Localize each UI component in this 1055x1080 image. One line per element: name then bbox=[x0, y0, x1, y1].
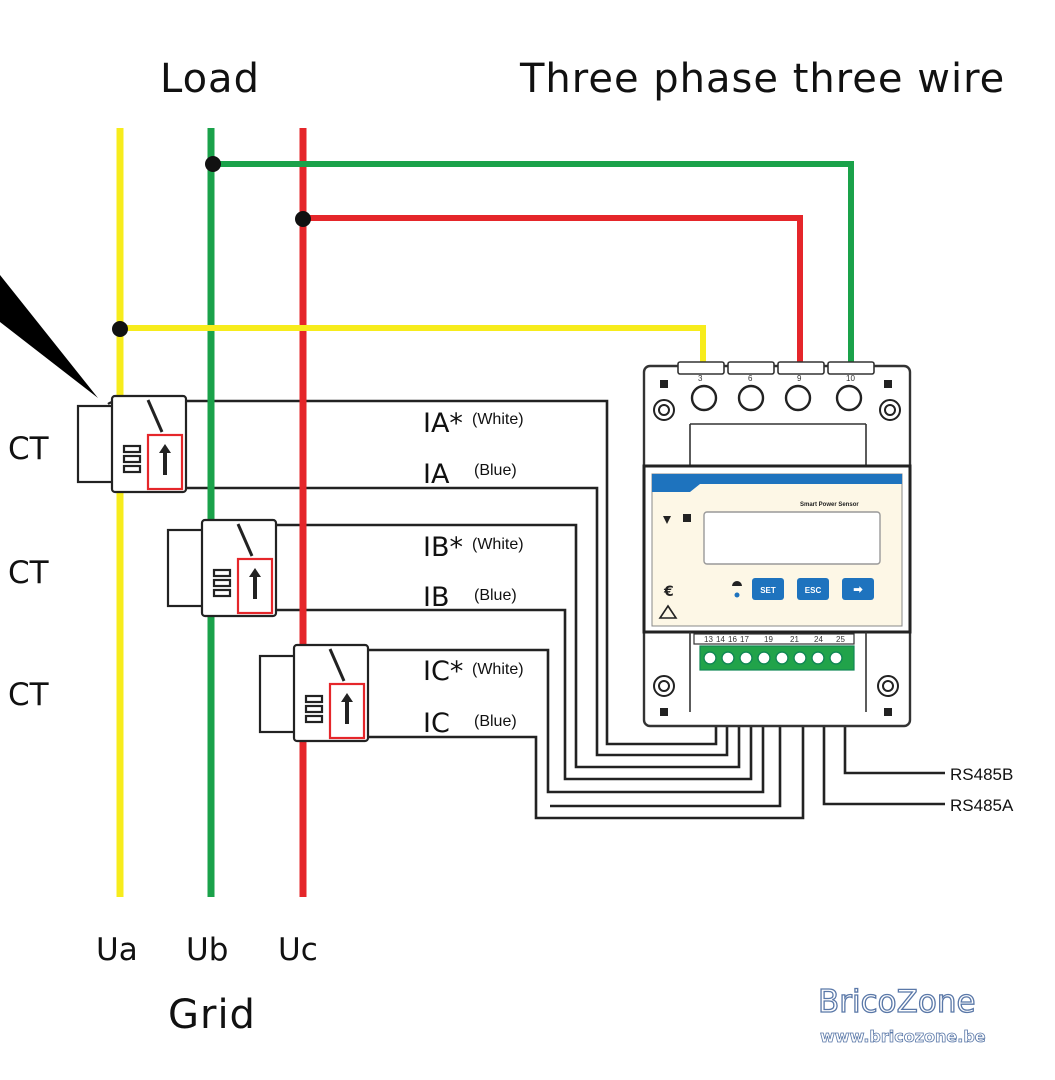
current-note: (White) bbox=[472, 536, 524, 553]
svg-text:21: 21 bbox=[790, 635, 799, 644]
ct-clamp-a bbox=[76, 394, 188, 494]
mount-holes-top bbox=[653, 399, 901, 421]
wire-ia-blue bbox=[178, 486, 729, 757]
phase-label-b: Ub bbox=[186, 932, 228, 968]
voltage-terminal: 3 bbox=[698, 374, 703, 383]
current-note: (Blue) bbox=[474, 462, 517, 479]
next-button[interactable] bbox=[842, 578, 874, 600]
wire-ib-white bbox=[270, 523, 741, 769]
voltage-tap-a bbox=[120, 325, 706, 362]
current-label: IA* bbox=[423, 408, 463, 439]
button-indicator-icon bbox=[732, 581, 742, 586]
load-label: Load bbox=[160, 56, 260, 102]
ct-clamp-b bbox=[166, 518, 278, 618]
ct-label-a: CT bbox=[8, 431, 50, 467]
mount-holes-bottom bbox=[653, 675, 899, 697]
wire-ib-blue bbox=[270, 608, 753, 781]
esc-button-label: ESC bbox=[805, 586, 822, 595]
voltage-terminal: 10 bbox=[846, 374, 855, 383]
current-label: IC bbox=[423, 708, 450, 739]
set-button-label: SET bbox=[760, 586, 776, 595]
rs485a-label: RS485A bbox=[950, 796, 1014, 815]
current-label: IA bbox=[423, 459, 450, 490]
ct-label-c: CT bbox=[8, 677, 50, 713]
grid-label: Grid bbox=[168, 992, 256, 1038]
ct-clamp-c bbox=[258, 643, 370, 743]
warning-icon bbox=[658, 604, 678, 619]
svg-text:13: 13 bbox=[704, 635, 713, 644]
current-label: IC* bbox=[423, 656, 463, 687]
svg-text:19: 19 bbox=[764, 635, 773, 644]
device-display bbox=[703, 511, 881, 565]
current-labels: IA* (White) IA (Blue) IB* (White) IB (Bl… bbox=[423, 408, 524, 739]
svg-text:16: 16 bbox=[728, 635, 737, 644]
antenna-icon bbox=[663, 516, 671, 524]
phase-label-c: Uc bbox=[278, 932, 318, 968]
diagram-title: Three phase three wire bbox=[519, 56, 1005, 102]
svg-text:24: 24 bbox=[814, 635, 823, 644]
device-name: Smart Power Sensor bbox=[800, 502, 859, 508]
smart-power-sensor: 3 6 9 10 Smart Power Sensor € SET ESC bbox=[642, 361, 912, 728]
svg-text:14: 14 bbox=[716, 635, 725, 644]
esc-button[interactable] bbox=[797, 578, 829, 600]
svg-text:17: 17 bbox=[740, 635, 749, 644]
voltage-tap-c bbox=[303, 215, 803, 362]
voltage-terminal: 9 bbox=[797, 374, 802, 383]
wire-ic-blue bbox=[365, 675, 805, 820]
svg-text:25: 25 bbox=[836, 635, 845, 644]
wire-ic-white bbox=[365, 648, 765, 794]
screw-terminals-top bbox=[690, 384, 863, 412]
ct-label-b: CT bbox=[8, 555, 50, 591]
current-note: (White) bbox=[472, 411, 524, 428]
set-button[interactable] bbox=[752, 578, 784, 600]
ce-mark-icon: € bbox=[663, 584, 674, 600]
bottom-terminal-labels: 13 14 16 17 19 21 24 25 bbox=[704, 635, 845, 644]
voltage-tap-b bbox=[211, 161, 854, 362]
current-label: IB* bbox=[423, 532, 463, 563]
junction-dot-b bbox=[205, 156, 221, 172]
current-label: IB bbox=[423, 582, 450, 613]
next-button-label: ➡ bbox=[853, 584, 863, 596]
junction-dot-a bbox=[112, 321, 128, 337]
current-note: (Blue) bbox=[474, 587, 517, 604]
pointer-wedge bbox=[0, 275, 98, 398]
watermark-url: www.bricozone.be bbox=[820, 1027, 986, 1046]
voltage-terminal: 6 bbox=[748, 374, 753, 383]
rs485b-label: RS485B bbox=[950, 765, 1013, 784]
phase-label-a: Ua bbox=[96, 932, 138, 968]
watermark-brand: BricoZone bbox=[818, 984, 976, 1020]
status-icon bbox=[683, 514, 691, 522]
junction-dot-c bbox=[295, 211, 311, 227]
current-note: (Blue) bbox=[474, 713, 517, 730]
current-note: (White) bbox=[472, 661, 524, 678]
